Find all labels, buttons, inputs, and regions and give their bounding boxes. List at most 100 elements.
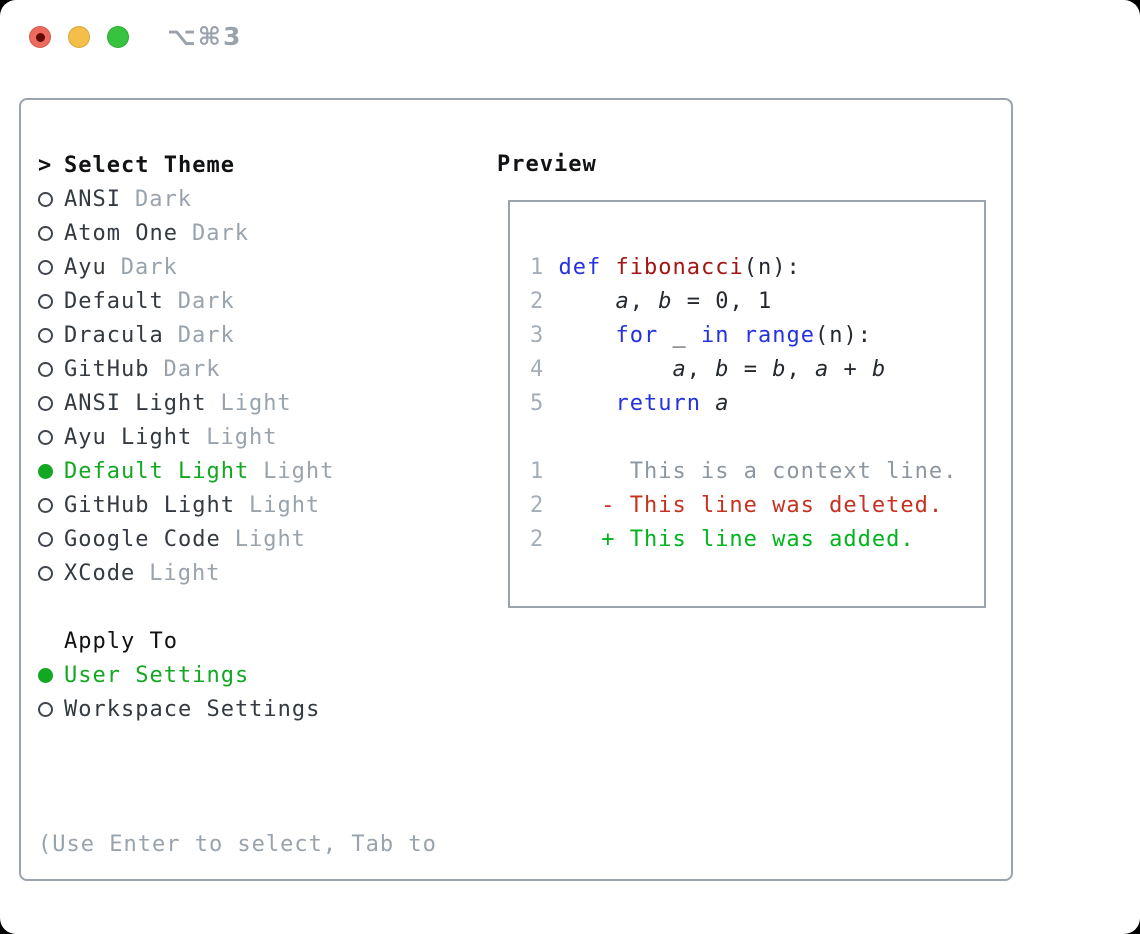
line-number: 4 [530, 357, 545, 382]
theme-option-default[interactable]: Default Dark [38, 284, 437, 318]
diff-line-1: 1 This is a context line. [530, 455, 957, 489]
spacer [38, 726, 437, 760]
radio-icon [38, 191, 53, 207]
line-number: 2 [530, 527, 545, 552]
theme-variant: Light [220, 390, 292, 416]
code-token [544, 357, 672, 382]
theme-name: Atom One [64, 220, 178, 246]
code-token: This is a context line. [544, 459, 958, 484]
radio-icon [38, 259, 53, 275]
code-token: for [615, 323, 659, 348]
apply-option-label: Workspace Settings [64, 696, 321, 722]
radio-selected-icon [38, 463, 53, 479]
diff-line-2: 2 - This line was deleted. [530, 489, 957, 523]
theme-variant: Dark [163, 356, 221, 382]
theme-variant: Light [248, 492, 321, 518]
radio-icon [38, 429, 53, 445]
code-line-2: 2 a, b = 0, 1 [530, 285, 957, 319]
code-token: a [715, 391, 730, 416]
code-token [544, 391, 615, 416]
radio-icon [38, 565, 53, 581]
code-token: a [672, 357, 687, 382]
theme-variant: Light [149, 560, 221, 586]
theme-option-ayu-light[interactable]: Ayu Light Light [38, 420, 437, 454]
apply-option-label: User Settings [64, 662, 250, 688]
code-token: return [615, 391, 701, 416]
code-token: + [829, 357, 872, 382]
theme-option-ansi-light[interactable]: ANSI Light Light [38, 386, 437, 420]
select-theme-header: > Select Theme [38, 148, 437, 182]
code-token [544, 255, 558, 280]
line-number: 1 [530, 459, 545, 484]
titlebar: ⌥⌘3 [0, 0, 1140, 96]
code-token [544, 323, 615, 348]
code-token: = 0, 1 [672, 289, 773, 314]
close-button[interactable] [29, 26, 51, 48]
line-number: 1 [530, 255, 545, 280]
apply-to-label: Apply To [64, 628, 178, 654]
radio-icon [38, 327, 53, 343]
spacer [38, 590, 437, 624]
theme-option-google-code[interactable]: Google Code Light [38, 522, 437, 556]
radio-icon [38, 361, 53, 377]
code-token [601, 255, 615, 280]
theme-name: Dracula [64, 322, 164, 348]
apply-option-user-settings[interactable]: User Settings [38, 658, 437, 692]
theme-variant: Dark [191, 220, 249, 246]
code-token: , [629, 289, 659, 314]
hint-text: (Use Enter to select, Tab to change focu… [38, 760, 437, 934]
maximize-button[interactable] [107, 26, 129, 48]
chevron-right-icon: > [38, 152, 53, 178]
code-token: (n): [814, 323, 872, 348]
code-token: b [871, 357, 887, 382]
diff-line-3: 2 + This line was added. [530, 523, 957, 557]
theme-variant: Light [234, 526, 306, 552]
code-token: , [686, 357, 716, 382]
code-token: _ [658, 323, 701, 348]
hint-line-2: change focus) [38, 930, 437, 934]
theme-name: ANSI Light [64, 390, 207, 416]
code-token: , [786, 357, 815, 382]
theme-name: Default [64, 288, 164, 314]
line-number: 2 [530, 289, 545, 314]
theme-variant: Dark [177, 322, 235, 348]
theme-name: Ayu Light [64, 424, 193, 450]
minimize-button[interactable] [68, 26, 90, 48]
code-line-4: 4 a, b = b, a + b [530, 353, 957, 387]
theme-option-dracula[interactable]: Dracula Dark [38, 318, 437, 352]
code-line-5: 5 return a [530, 387, 957, 421]
window-title: ⌥⌘3 [167, 22, 243, 51]
hint-line-1: (Use Enter to select, Tab to [38, 832, 437, 857]
radio-icon [38, 701, 53, 717]
theme-name: Google Code [64, 526, 221, 552]
radio-icon [38, 497, 53, 513]
radio-selected-icon [38, 667, 53, 683]
apply-option-workspace-settings[interactable]: Workspace Settings [38, 692, 437, 726]
code-token [729, 323, 743, 348]
code-token: + This line was added. [544, 527, 915, 552]
theme-option-atom-one[interactable]: Atom One Dark [38, 216, 437, 250]
preview-header: Preview [497, 152, 597, 177]
apply-to-header: Apply To [38, 624, 437, 658]
code-token: def [558, 255, 602, 280]
radio-icon [38, 225, 53, 241]
unsaved-changes-dot-icon [35, 32, 45, 42]
theme-variant: Light [206, 424, 278, 450]
radio-icon [38, 395, 53, 411]
theme-variant: Dark [177, 288, 235, 314]
code-token [701, 391, 715, 416]
line-number: 5 [530, 391, 545, 416]
theme-name: Ayu [64, 254, 107, 280]
